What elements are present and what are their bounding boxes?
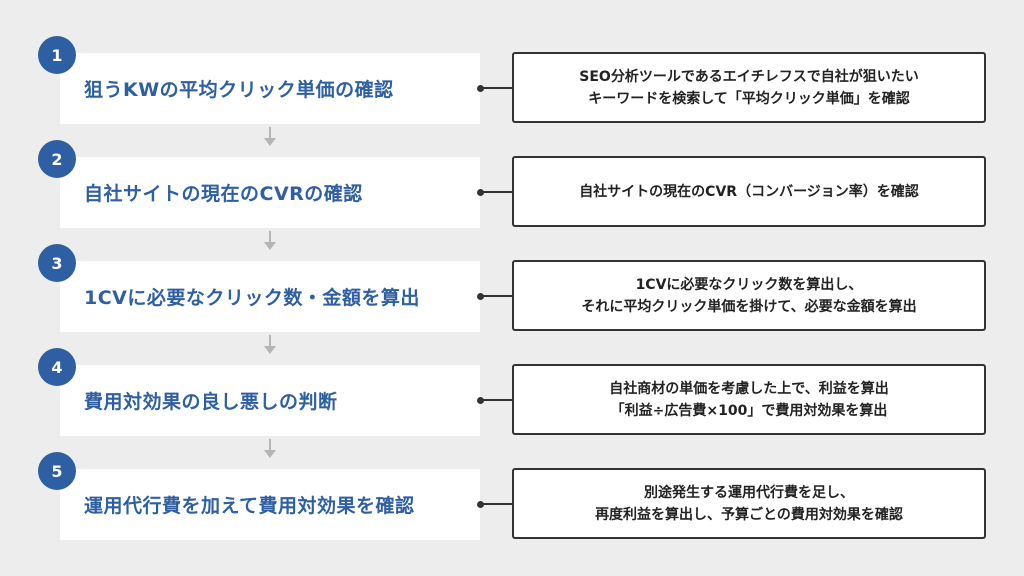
step-2-connector-dot xyxy=(477,189,484,196)
step-5-box: 運用代行費を加えて費用対効果を確認 xyxy=(60,469,480,540)
step-3-description-line-2: それに平均クリック単価を掛けて、必要な金額を算出 xyxy=(581,298,917,315)
step-5-description-line-1: 別途発生する運用代行費を足し、 xyxy=(644,484,854,501)
step-2-box: 自社サイトの現在のCVRの確認 xyxy=(60,157,480,228)
step-5-description-line-2: 再度利益を算出し、予算ごとの費用対効果を確認 xyxy=(595,506,903,523)
arrow-down-icon xyxy=(264,439,276,458)
step-2-title: 自社サイトの現在のCVRの確認 xyxy=(84,183,363,205)
arrow-down-icon xyxy=(264,127,276,146)
step-4-connector-dot xyxy=(477,397,484,404)
step-4-number-badge: 4 xyxy=(38,348,76,386)
step-5-number-badge: 5 xyxy=(38,452,76,490)
step-4-description-box: 自社商材の単価を考慮した上で、利益を算出 「利益÷広告費×100」で費用対効果を… xyxy=(512,364,986,435)
step-3-box: 1CVに必要なクリック数・金額を算出 xyxy=(60,261,480,332)
step-2-connector-line xyxy=(480,191,512,193)
step-2-number-badge: 2 xyxy=(38,140,76,178)
step-1-description-line-2: キーワードを検索して「平均クリック単価」を確認 xyxy=(588,90,910,107)
step-5-connector-dot xyxy=(477,501,484,508)
step-1-description-line-1: SEO分析ツールであるエイチレフスで自社が狙いたい xyxy=(579,68,919,85)
step-1-title: 狙うKWの平均クリック単価の確認 xyxy=(84,79,394,101)
step-4-box: 費用対効果の良し悪しの判断 xyxy=(60,365,480,436)
step-5-connector-line xyxy=(480,503,512,505)
step-2-description-line-1: 自社サイトの現在のCVR（コンバージョン率）を確認 xyxy=(579,183,919,200)
step-5-description-box: 別途発生する運用代行費を足し、 再度利益を算出し、予算ごとの費用対効果を確認 xyxy=(512,468,986,539)
step-1-connector-line xyxy=(480,87,512,89)
step-4-description-line-1: 自社商材の単価を考慮した上で、利益を算出 xyxy=(609,380,889,397)
step-1-connector-dot xyxy=(477,85,484,92)
step-1-box: 狙うKWの平均クリック単価の確認 xyxy=(60,53,480,124)
arrow-down-icon xyxy=(264,231,276,250)
step-5-title: 運用代行費を加えて費用対効果を確認 xyxy=(84,495,415,517)
step-3-connector-dot xyxy=(477,293,484,300)
step-3-title: 1CVに必要なクリック数・金額を算出 xyxy=(84,287,420,309)
step-3-description-box: 1CVに必要なクリック数を算出し、 それに平均クリック単価を掛けて、必要な金額を… xyxy=(512,260,986,331)
step-3-connector-line xyxy=(480,295,512,297)
step-1-description-box: SEO分析ツールであるエイチレフスで自社が狙いたい キーワードを検索して「平均ク… xyxy=(512,52,986,123)
step-3-description-line-1: 1CVに必要なクリック数を算出し、 xyxy=(635,276,863,293)
step-3-number-badge: 3 xyxy=(38,244,76,282)
step-1-number-badge: 1 xyxy=(38,36,76,74)
step-4-connector-line xyxy=(480,399,512,401)
step-4-description-line-2: 「利益÷広告費×100」で費用対効果を算出 xyxy=(610,402,888,419)
step-4-title: 費用対効果の良し悪しの判断 xyxy=(84,391,338,413)
step-2-description-box: 自社サイトの現在のCVR（コンバージョン率）を確認 xyxy=(512,156,986,227)
arrow-down-icon xyxy=(264,335,276,354)
